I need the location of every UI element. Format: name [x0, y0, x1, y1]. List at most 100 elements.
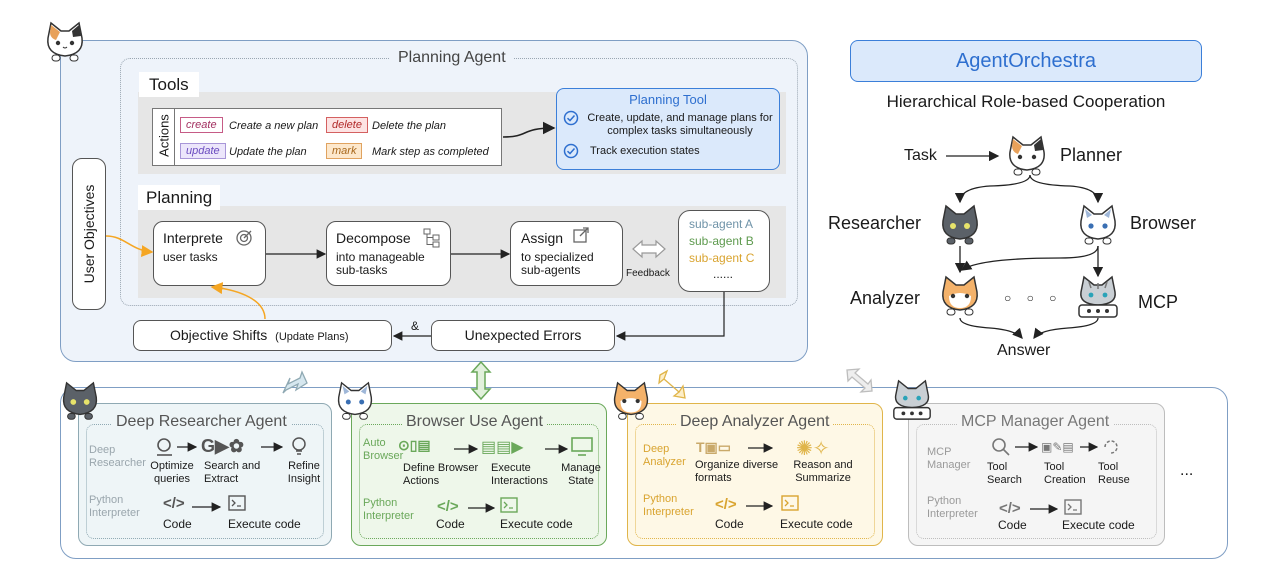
analyzer-code: Code — [715, 517, 744, 531]
tree-icon — [423, 228, 441, 253]
openai-gemini-icon: ✺✧ — [796, 438, 830, 460]
document-icon: ▤▤▶ — [481, 439, 524, 456]
planning-tool-item1: Create, update, and manage plans for com… — [587, 112, 773, 137]
mark-desc: Mark step as completed — [372, 146, 489, 158]
assign-node — [510, 221, 623, 286]
researcher-step3: Refine Insight — [287, 460, 321, 485]
check-icon — [563, 110, 579, 131]
subagent-a: sub-agent A — [689, 217, 754, 231]
create-desc: Create a new plan — [229, 120, 319, 132]
planning-tool-title: Planning Tool — [629, 92, 707, 107]
researcher-step2: Search and Extract — [204, 460, 261, 485]
feedback-arrow-icon — [631, 238, 667, 265]
planning-agent-title: Planning Agent — [390, 49, 514, 67]
analyzer-cat-icon — [609, 380, 653, 429]
orchestra-title-box — [850, 40, 1202, 82]
planning-tool-item2: Track execution states — [590, 145, 700, 157]
update-desc: Update the plan — [229, 146, 307, 158]
feedback-label: Feedback — [626, 268, 670, 279]
analyzer-agent-title: Deep Analyzer Agent — [676, 413, 834, 431]
mcp-exec: Execute code — [1062, 518, 1135, 532]
delete-desc: Delete the plan — [372, 120, 446, 132]
mcp-tool2: Python Interpreter — [927, 495, 978, 520]
browser-label: Browser — [1130, 213, 1197, 233]
media-formats-icon: T▣▭ — [696, 439, 732, 455]
terminal-icon — [781, 495, 799, 516]
amp-label: & — [411, 319, 420, 333]
code-icon: </> — [437, 498, 459, 515]
researcher-exec: Execute code — [228, 517, 301, 531]
mcp-agent-title: MCP Manager Agent — [957, 413, 1114, 431]
browser-code: Code — [436, 517, 465, 531]
share-icon — [572, 226, 590, 249]
researcher-cat-icon — [58, 380, 102, 429]
browser-step1: Define Browser Actions — [403, 462, 479, 487]
mcp-code: Code — [998, 518, 1027, 532]
decompose-title: Decompose — [336, 230, 411, 246]
interprete-sub: user tasks — [163, 250, 218, 264]
mcp-step3: Tool Reuse — [1098, 461, 1130, 486]
planner-cat-icon — [1004, 134, 1050, 185]
analyzer-link-arrow — [658, 369, 686, 399]
analyzer-tool2: Python Interpreter — [643, 493, 694, 518]
create-chip: create — [180, 117, 223, 133]
google-baidu-icon: G▶✿ — [201, 436, 244, 456]
analyzer-step2: Reason and Summarize — [793, 459, 853, 484]
mcp-cat-icon — [890, 378, 934, 427]
analyzer-tool1: Deep Analyzer — [643, 443, 686, 468]
subagent-more: ...... — [713, 267, 734, 281]
code-icon: </> — [715, 496, 737, 513]
browser-cat-icon — [333, 380, 377, 429]
update-chip: update — [180, 143, 226, 159]
researcher-tool2: Python Interpreter — [89, 494, 140, 519]
bulb-icon — [289, 435, 309, 462]
assign-sub: to specialized sub-agents — [521, 250, 594, 277]
planner-cat-icon — [42, 20, 88, 71]
mark-chip: mark — [326, 143, 363, 159]
browser-link-arrow — [470, 360, 492, 401]
update-plans-text: (Update Plans) — [275, 331, 349, 343]
objective-shifts-box — [133, 320, 392, 351]
unexpected-errors-box — [431, 320, 615, 351]
toolbox-icon: ▣✎▤ — [1041, 440, 1074, 454]
planning-tool-box — [556, 88, 780, 170]
planner-label: Planner — [1060, 145, 1123, 165]
more-agents-ellipsis: ... — [1180, 462, 1194, 479]
browser-tool1: Auto Browser — [363, 437, 404, 462]
delete-chip: delete — [326, 117, 368, 133]
tools-title: Tools — [139, 72, 199, 97]
analyzer-exec: Execute code — [780, 517, 853, 531]
task-label: Task — [904, 147, 937, 164]
terminal-icon — [500, 497, 518, 518]
analyzer-cat-icon — [937, 274, 983, 325]
target-icon — [236, 228, 254, 251]
planning-title: Planning — [138, 185, 221, 210]
researcher-link-arrow — [282, 370, 308, 394]
monitor-icon — [571, 437, 593, 462]
mcp-label: MCP — [1138, 292, 1178, 312]
subagent-b: sub-agent B — [689, 234, 754, 248]
researcher-label: Researcher — [828, 213, 922, 233]
mcp-cat-icon — [1075, 274, 1121, 325]
objective-shifts-label: Objective Shifts (Update Plans) — [170, 327, 349, 343]
subagent-c: sub-agent C — [689, 251, 755, 265]
subagents-box — [678, 210, 770, 292]
browser-step3: Manage State — [561, 462, 601, 487]
researcher-cat-icon — [937, 203, 983, 254]
cursor-pdf-icon: ⊙▯▤ — [398, 437, 431, 453]
code-icon: </> — [163, 495, 185, 512]
interprete-title: Interprete — [163, 230, 223, 246]
decompose-sub: into manageable sub-tasks — [336, 250, 425, 277]
search-icon — [991, 437, 1011, 462]
orchestra-title: AgentOrchestra — [955, 50, 1097, 72]
user-objectives-box — [72, 158, 106, 310]
browser-agent-title: Browser Use Agent — [402, 413, 547, 431]
answer-label: Answer — [997, 342, 1051, 359]
researcher-agent-title: Deep Researcher Agent — [112, 413, 291, 431]
code-icon: </> — [999, 500, 1021, 517]
browser-tool2: Python Interpreter — [363, 497, 414, 522]
unexpected-errors-label: Unexpected Errors — [464, 327, 582, 343]
